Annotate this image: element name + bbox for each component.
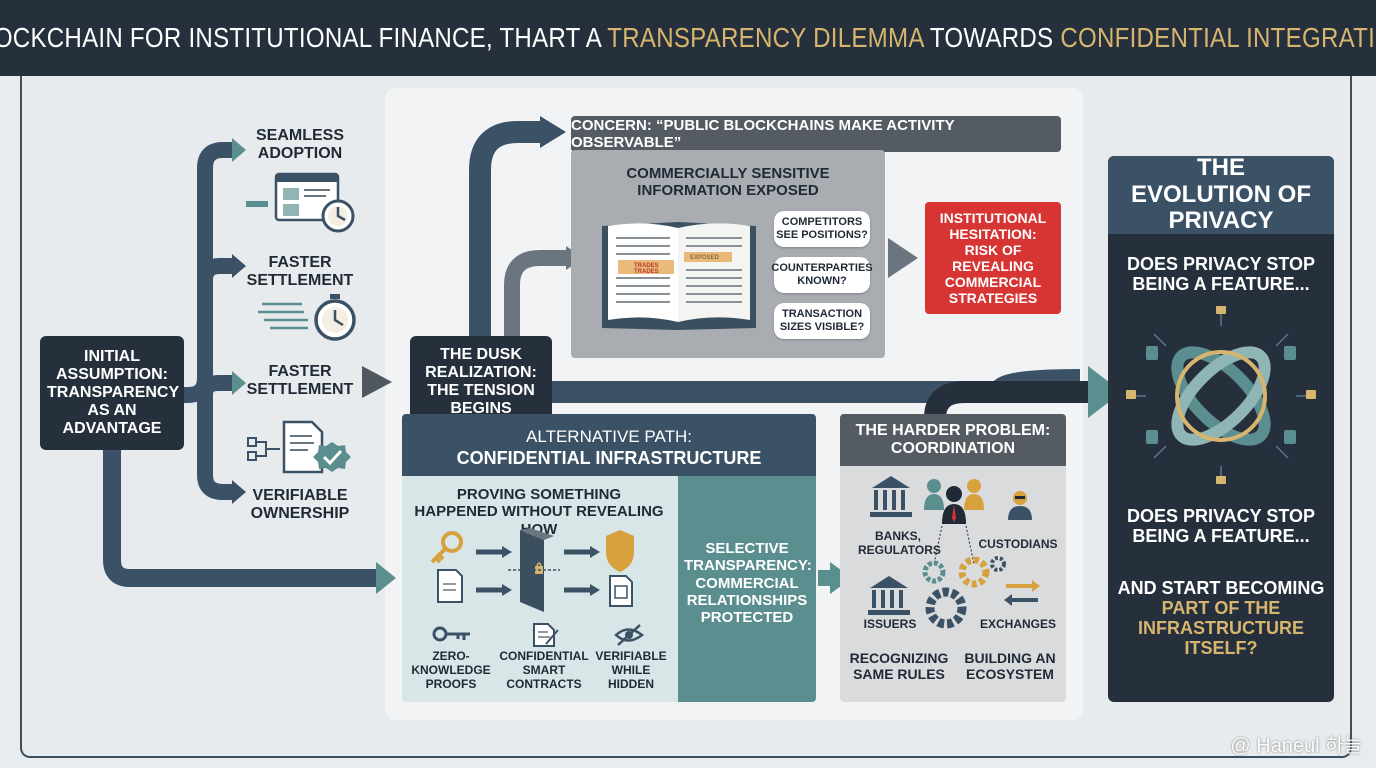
page-title: BLOCKCHAIN FOR INSTITUTIONAL FINANCE, TH… xyxy=(0,22,1376,54)
evolution-question-1: DOES PRIVACY STOP BEING A FEATURE... xyxy=(1126,254,1316,295)
initial-assumption-label: INITIAL ASSUMPTION: TRANSPARENCY AS AN A… xyxy=(47,348,180,437)
custodian-icon xyxy=(1008,491,1032,520)
infinity-knot-icon xyxy=(1126,306,1316,484)
custodians-label: CUSTODIANS xyxy=(978,537,1058,551)
privacy-flow-illustration xyxy=(430,528,634,612)
alternative-path-title: ALTERNATIVE PATH: xyxy=(526,427,692,446)
key-icon xyxy=(430,531,463,564)
selective-transparency-panel xyxy=(678,476,816,702)
document-check-icon xyxy=(247,420,351,474)
bank-icon xyxy=(870,476,912,517)
alternative-path-header: ALTERNATIVE PATH: CONFIDENTIAL INFRASTRU… xyxy=(402,414,816,476)
book-tag-1: TRADES xyxy=(634,263,659,269)
coordination-title: THE HARDER PROBLEM: COORDINATION xyxy=(855,422,1051,457)
contract-icon xyxy=(533,623,559,647)
title-part-2: TOWARDS xyxy=(923,22,1061,53)
evolution-q3-white: AND START BECOMING xyxy=(1117,578,1325,598)
exposed-info-title: COMMERCIALLY SENSITIVE INFORMATION EXPOS… xyxy=(626,165,830,200)
gears-icon xyxy=(922,556,1006,629)
issuer-bank-icon xyxy=(868,576,910,615)
hidden-eye-icon xyxy=(614,624,645,646)
bubble-competitors: COMPETITORS SEE POSITIONS? xyxy=(774,211,870,247)
title-part-1: BLOCKCHAIN FOR INSTITUTIONAL FINANCE, TH… xyxy=(0,22,608,53)
key-small-icon xyxy=(432,626,470,642)
evolution-panel: THE EVOLUTION OF PRIVACY DOES PRIVACY ST… xyxy=(1108,154,1334,702)
title-bar: BLOCKCHAIN FOR INSTITUTIONAL FINANCE, TH… xyxy=(0,0,1376,76)
exchanges-label: EXCHANGES xyxy=(979,617,1056,631)
confidential-smart-contracts-label: CONFIDENTIAL SMART CONTRACTS xyxy=(499,649,589,691)
branch-verifiable-ownership: VERIFIABLE OWNERSHIP xyxy=(250,487,350,523)
bubble-counterparties: COUNTERPARTIES KNOWN? xyxy=(771,257,873,293)
initial-assumption-box: INITIAL ASSUMPTION: TRANSPARENCY AS AN A… xyxy=(40,336,184,450)
building-ecosystem-label: BUILDING AN ECOSYSTEM xyxy=(964,650,1056,683)
browser-clock-icon xyxy=(246,172,355,233)
stopwatch-icon xyxy=(258,294,356,341)
mechanism-icons xyxy=(432,623,645,647)
concern-bar: CONCERN: “PUBLIC BLOCKCHAINS MAKE ACTIVI… xyxy=(571,116,1061,152)
coordination-panel: THE HARDER PROBLEM: COORDINATION xyxy=(840,414,1066,702)
branch-faster-settlement-1: FASTER SETTLEMENT xyxy=(246,254,354,290)
dusk-realization-box: THE DUSK REALIZATION: THE TENSION BEGINS xyxy=(410,336,552,428)
book-tag-2: TRADES xyxy=(634,269,659,275)
proving-subtitle: PROVING SOMETHING HAPPENED WITHOUT REVEA… xyxy=(414,486,664,538)
institutional-hesitation-label: INSTITUTIONAL HESITATION: RISK OF REVEAL… xyxy=(939,209,1047,307)
recognizing-same-rules-label: RECOGNIZING SAME RULES xyxy=(849,650,949,683)
exchange-icon xyxy=(1004,580,1040,606)
document-icon xyxy=(437,569,463,603)
title-highlight-1: TRANSPARENCY DILEMMA xyxy=(607,22,924,53)
evolution-question-3: AND START BECOMING PART OF THE INFRASTRU… xyxy=(1108,578,1334,659)
book-tag-3: EXPOSED xyxy=(690,255,720,261)
watermark: @ Haneul 하늘 xyxy=(1230,735,1362,757)
alternative-path-subtitle: CONFIDENTIAL INFRASTRUCTURE xyxy=(456,448,762,468)
coordination-illustration xyxy=(868,476,1040,629)
document-icon xyxy=(609,575,633,607)
evolution-header: THE EVOLUTION OF PRIVACY xyxy=(1108,154,1334,235)
evolution-question-2: DOES PRIVACY STOP BEING A FEATURE... xyxy=(1126,506,1316,547)
shield-icon xyxy=(606,530,634,572)
zero-knowledge-proofs-label: ZERO-KNOWLEDGE PROOFS xyxy=(411,649,491,691)
coordination-header: THE HARDER PROBLEM: COORDINATION xyxy=(840,414,1066,466)
selective-transparency-label: SELECTIVE TRANSPARENCY: COMMERCIAL RELAT… xyxy=(684,540,812,626)
ledger-book-icon: TRADES TRADES EXPOSED xyxy=(602,222,756,330)
issuers-label: ISSUERS xyxy=(863,617,917,631)
concern-text: CONCERN: “PUBLIC BLOCKCHAINS MAKE ACTIVI… xyxy=(571,117,955,151)
institutional-hesitation-box: INSTITUTIONAL HESITATION: RISK OF REVEAL… xyxy=(925,202,1061,314)
people-icon xyxy=(924,479,984,524)
branch-faster-settlement-2: FASTER SETTLEMENT xyxy=(246,363,354,399)
evolution-title: THE EVOLUTION OF PRIVACY xyxy=(1131,154,1311,235)
verifiable-while-hidden-label: VERIFIABLE WHILE HIDDEN xyxy=(595,649,667,691)
evolution-q3-gold: PART OF THE INFRASTRUCTURE ITSELF? xyxy=(1138,598,1304,659)
title-highlight-2: CONFIDENTIAL INTEGRATION xyxy=(1060,22,1376,53)
dusk-realization-label: THE DUSK REALIZATION: THE TENSION BEGINS xyxy=(425,346,537,417)
bubble-transaction-sizes: TRANSACTION SIZES VISIBLE? xyxy=(774,303,870,339)
branch-seamless-adoption: SEAMLESS ADOPTION xyxy=(255,127,344,163)
banks-regulators-label: BANKS, REGULATORS xyxy=(858,529,941,557)
